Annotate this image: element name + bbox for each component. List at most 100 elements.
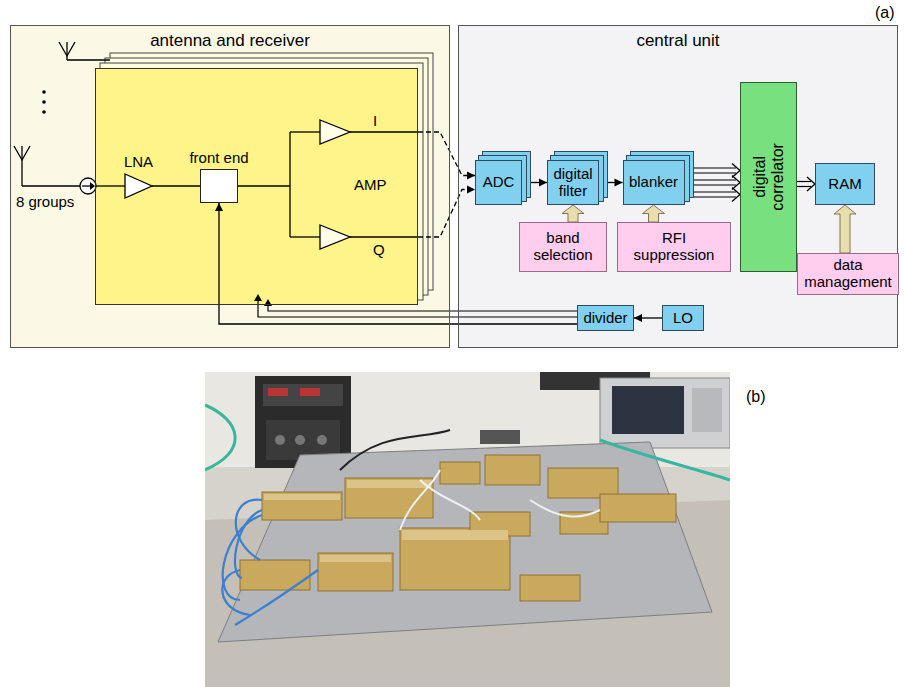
receiver-stack	[95, 68, 418, 305]
lo-wiring	[268, 304, 578, 311]
ellipsis-dots	[42, 90, 46, 94]
lab-photo	[222, 500, 318, 625]
lo-wiring	[258, 299, 578, 317]
lab-photo	[400, 470, 440, 530]
lab-photo	[340, 430, 450, 470]
signal-connector	[797, 177, 815, 191]
panel-letter: (a)	[875, 4, 895, 22]
process-box: blanker	[623, 160, 685, 205]
process-box: ADC	[475, 160, 522, 205]
signal-connector	[685, 164, 741, 202]
antenna-symbol	[66, 42, 67, 60]
signal-connector	[522, 179, 547, 187]
process-box: LO	[662, 305, 704, 331]
signal-line	[418, 132, 475, 176]
signal-connector	[643, 205, 665, 222]
lab-photo	[275, 435, 285, 445]
arrow-head	[732, 164, 740, 178]
block-label: RAM	[828, 176, 861, 193]
bus-line	[685, 184, 737, 185]
lab-photo	[240, 560, 310, 590]
control-arrow	[643, 205, 665, 222]
circulator-symbol	[80, 178, 96, 194]
signal-connector	[834, 205, 856, 253]
lab-photo	[612, 386, 684, 434]
iq-wiring	[238, 185, 290, 186]
group-count: 8 groups	[16, 194, 74, 211]
lab-photo	[400, 528, 510, 590]
signal-connector	[634, 314, 662, 322]
bus-line	[797, 181, 811, 182]
lab-photo	[530, 500, 600, 517]
lab-photo	[262, 492, 342, 520]
lab-photo	[205, 405, 730, 530]
signal-connector	[418, 132, 475, 237]
block-label: digital filter	[552, 166, 594, 200]
block-label: band selection	[524, 230, 602, 264]
panel-ground	[458, 25, 898, 348]
iq-wiring	[290, 236, 320, 237]
iq-wiring	[290, 131, 320, 132]
signal-line	[152, 185, 200, 186]
arrow-head	[732, 176, 740, 190]
lab-photo	[205, 372, 730, 687]
process-box: RAM	[815, 163, 875, 205]
block-label: RFI suppression	[622, 230, 726, 264]
signal-name: Q	[373, 242, 385, 259]
lab-photo	[320, 555, 391, 562]
lo-wiring	[258, 299, 578, 317]
arrow-head	[467, 186, 475, 194]
ellipsis-dots	[42, 110, 46, 114]
amplifier-triangle: LNA	[125, 174, 152, 198]
lab-photo	[205, 372, 730, 687]
lab-photo	[205, 405, 235, 470]
circulator-symbol	[82, 185, 91, 186]
lab-photo	[692, 388, 722, 432]
block-label: front end	[189, 150, 248, 167]
signal-connector	[562, 205, 584, 222]
lab-photo	[264, 480, 508, 562]
panel-heading: central unit	[459, 31, 897, 50]
lab-photo	[600, 440, 730, 480]
iq-wiring	[350, 131, 418, 132]
lo-arrowhead	[254, 294, 262, 301]
signal-connector	[152, 186, 200, 187]
amplifier-symbol	[125, 174, 152, 198]
mixer-box: front end	[200, 169, 238, 203]
iq-wiring	[238, 132, 418, 237]
block-label: digital correlator	[751, 127, 787, 227]
lab-photo	[485, 455, 540, 485]
system-panel: central unitADC digital filter blanker digi…	[458, 25, 898, 348]
lab-photo	[402, 530, 508, 540]
lab-photo	[264, 494, 340, 500]
antenna-symbol	[22, 185, 80, 186]
circulator-symbol	[96, 185, 125, 186]
lab-photo	[218, 442, 712, 642]
lab-photo	[300, 388, 320, 396]
control-arrow	[834, 205, 856, 253]
ellipsis-dots	[42, 100, 46, 104]
lab-photo	[440, 462, 480, 484]
ellipsis-dots	[42, 90, 46, 114]
arrow-head	[807, 177, 815, 191]
bus-line	[797, 186, 811, 187]
panel-heading: antenna and receiver	[11, 31, 449, 50]
lab-photo	[263, 384, 343, 406]
control-box: RFI suppression	[617, 222, 731, 272]
system-panel: antenna and receiverIAMPQLNAfront end	[10, 25, 450, 348]
panel-letter: (b)	[746, 388, 766, 406]
lab-photo	[347, 480, 431, 488]
bus-line	[685, 196, 737, 197]
amplifier-symbol	[320, 120, 350, 144]
lab-photo	[223, 515, 262, 600]
arrow-head	[539, 179, 547, 187]
arrow-head	[615, 179, 623, 187]
lab-photo	[600, 494, 676, 522]
antenna-symbol	[67, 59, 110, 60]
signal-line	[418, 190, 475, 238]
receiver-board: IAMPQLNAfront end	[95, 68, 418, 305]
lab-photo	[317, 435, 327, 445]
lab-photo	[318, 553, 393, 591]
lab-photo	[235, 570, 318, 625]
